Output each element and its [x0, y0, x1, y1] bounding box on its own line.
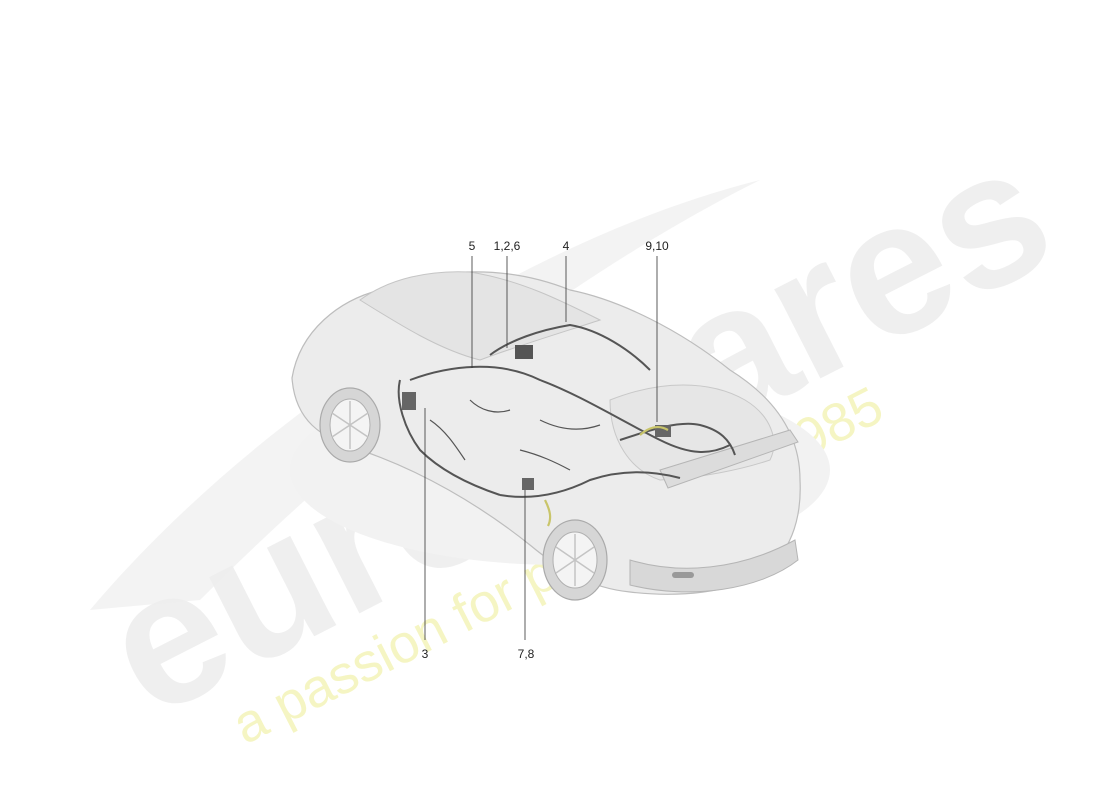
car-exhaust	[672, 572, 694, 578]
callout-leaders	[424, 256, 658, 640]
connector-side	[522, 478, 534, 490]
callout-7-8: 7,8	[518, 647, 535, 661]
wiring-harness	[397, 323, 736, 527]
callout-5: 5	[469, 239, 476, 253]
harness-side-branch	[499, 471, 681, 498]
harness-accent-rear	[639, 426, 669, 436]
car-illustration	[290, 271, 830, 601]
callout-1-2-6: 1,2,6	[494, 239, 521, 253]
callout-9-10: 9,10	[645, 239, 669, 253]
callout-labels: 5 1,2,6 4 9,10 3 7,8	[422, 239, 669, 661]
harness-accent-side	[544, 499, 552, 527]
harness-upper-branch	[489, 323, 651, 371]
connector-front	[402, 392, 416, 410]
harness-front-branch	[397, 379, 501, 496]
car-rear-bumper	[629, 539, 799, 593]
front-wheel	[319, 387, 381, 463]
harness-small-2	[429, 419, 571, 471]
harness-main-loop	[409, 365, 731, 453]
car-roof	[359, 271, 602, 361]
car-rear-wing	[659, 429, 799, 489]
callout-4: 4	[563, 239, 570, 253]
callout-3: 3	[422, 647, 429, 661]
rear-wheel	[542, 519, 608, 601]
connector-dash	[515, 345, 533, 359]
harness-small-1	[469, 399, 601, 430]
